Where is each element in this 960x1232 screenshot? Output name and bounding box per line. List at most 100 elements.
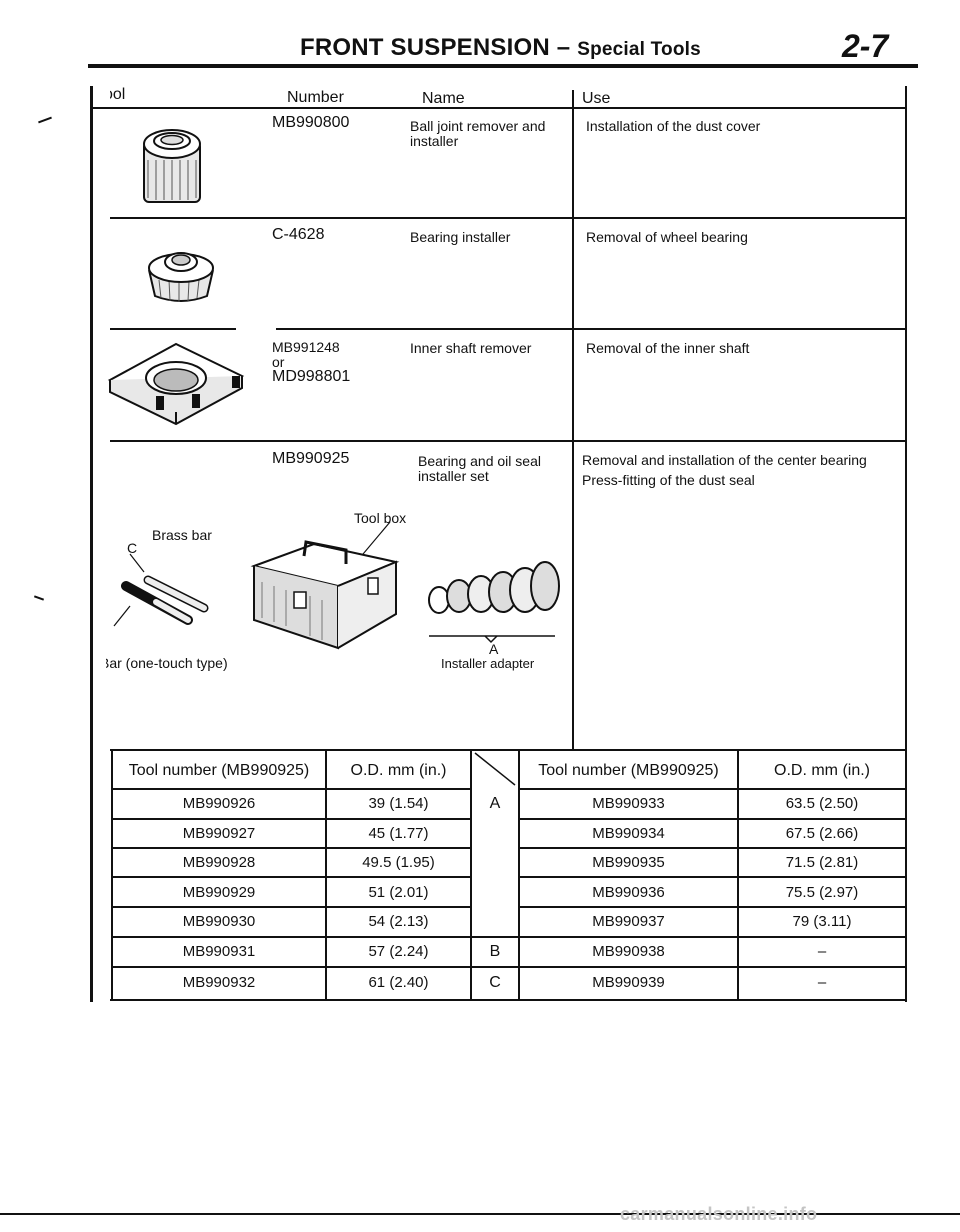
od-left-number: MB990927	[182, 825, 256, 842]
tool-number-or: or	[272, 354, 285, 370]
od-left-number: MB990931	[182, 943, 256, 960]
header-rule	[88, 64, 918, 68]
inner-shaft-remover-illustration	[107, 342, 245, 426]
od-group-letter: A	[489, 795, 501, 812]
od-right-number: MB990933	[592, 795, 665, 812]
od-right-value: 63.5 (2.50)	[785, 795, 859, 812]
od-table-top-rule	[110, 749, 906, 751]
od-left-value: 45 (1.77)	[368, 825, 429, 842]
od-header-tool-number: Tool number (MB990925)	[128, 762, 310, 779]
row-divider	[110, 328, 236, 330]
tool-name: Bearing installer	[410, 229, 511, 245]
letter-c-label: C	[127, 540, 138, 556]
row-divider	[110, 217, 906, 219]
od-row-rule	[519, 788, 906, 790]
tool-use: Press-fitting of the dust seal	[582, 472, 755, 488]
tool-number: MB991248	[272, 339, 340, 355]
od-left-value: 39 (1.54)	[368, 795, 429, 812]
table-header-rule	[90, 107, 906, 109]
od-left-number: MB990930	[182, 913, 256, 930]
col-header-name: Name	[422, 90, 465, 107]
od-right-value: 71.5 (2.81)	[785, 854, 859, 871]
od-header-od: O.D. mm (in.)	[774, 762, 870, 779]
ball-joint-installer-illustration	[143, 129, 201, 203]
installer-adapter-illustration	[428, 561, 560, 644]
footer-watermark: carmanualsonline.info	[620, 1204, 818, 1224]
od-row-rule	[112, 788, 471, 790]
tool-name: Inner shaft remover	[410, 340, 532, 356]
table-left-border	[90, 86, 93, 1002]
margin-mark	[38, 116, 52, 124]
od-left-value: 49.5 (1.95)	[362, 854, 435, 871]
od-right-number: MB990936	[592, 884, 665, 901]
letter-a-label: A	[489, 641, 499, 657]
footer-rule	[0, 1213, 960, 1215]
od-right-value: –	[817, 974, 827, 991]
od-left-number: MB990932	[182, 974, 256, 991]
od-left-number: MB990929	[182, 884, 256, 901]
tool-name: installer	[410, 133, 459, 149]
od-header-od: O.D. mm (in.)	[350, 762, 447, 779]
tool-name: installer set	[418, 468, 489, 484]
col-header-number: Number	[287, 89, 344, 106]
od-group-letter: B	[489, 943, 501, 960]
bar-caption: Bar (one-touch type)	[106, 655, 228, 671]
page-number: 2-7	[842, 28, 889, 64]
section-title: FRONT SUSPENSION	[300, 34, 550, 61]
od-left-number: MB990928	[182, 854, 256, 871]
margin-mark	[33, 595, 45, 601]
od-right-number: MB990937	[592, 913, 665, 930]
od-right-number: MB990938	[592, 943, 665, 960]
tool-number: C-4628	[272, 226, 325, 243]
tool-number: MB990925	[272, 450, 350, 467]
brass-bar-illustration	[113, 553, 209, 627]
bar-caption-clip: Bar (one-touch type)	[106, 655, 246, 673]
col-header-use: Use	[582, 90, 611, 107]
row-divider	[276, 328, 906, 330]
od-row-rule	[112, 906, 471, 908]
tool-use: Removal of the inner shaft	[586, 340, 750, 356]
od-left-number: MB990926	[182, 795, 256, 812]
tool-box-label: Tool box	[354, 510, 407, 526]
od-row-rule	[519, 818, 906, 820]
tool-name: Ball joint remover and	[410, 118, 546, 134]
od-col-divider	[111, 749, 113, 1001]
od-right-value: 75.5 (2.97)	[785, 884, 859, 901]
od-row-rule	[112, 847, 471, 849]
section-subtitle: Special Tools	[577, 39, 701, 60]
od-right-value: –	[817, 943, 827, 960]
tool-use: Removal of wheel bearing	[586, 229, 748, 245]
od-group-letter: C	[489, 974, 501, 991]
od-right-value: 67.5 (2.66)	[785, 825, 859, 842]
od-row-rule	[112, 936, 906, 938]
od-header-diagonal	[474, 752, 516, 786]
installer-adapter-label: Installer adapter	[441, 656, 535, 671]
od-right-number: MB990935	[592, 854, 665, 871]
column-divider	[572, 90, 574, 750]
brass-bar-label: Brass bar	[152, 527, 212, 543]
tool-number: MB990800	[272, 114, 350, 131]
od-row-rule	[519, 876, 906, 878]
od-row-rule	[519, 906, 906, 908]
od-table-bottom-rule	[110, 999, 906, 1001]
od-row-rule	[112, 876, 471, 878]
od-left-value: 54 (2.13)	[368, 913, 429, 930]
od-right-number: MB990934	[592, 825, 665, 842]
table-right-border	[905, 86, 907, 1002]
od-row-rule	[519, 847, 906, 849]
od-right-number: MB990939	[592, 974, 665, 991]
tool-box-illustration	[250, 521, 400, 650]
tool-use: Installation of the dust cover	[586, 118, 761, 134]
col-header-tool: Tool	[110, 86, 126, 103]
od-row-rule	[112, 966, 906, 968]
od-left-value: 57 (2.24)	[368, 943, 429, 960]
col-header-tool-clip: Tool	[110, 86, 132, 106]
tool-use: Removal and installation of the center b…	[582, 452, 867, 468]
od-left-value: 61 (2.40)	[368, 974, 429, 991]
od-col-divider	[737, 750, 739, 1000]
title-dash: –	[556, 34, 571, 61]
bearing-installer-illustration	[148, 252, 214, 302]
od-col-divider	[325, 750, 327, 1000]
tool-name: Bearing and oil seal	[418, 453, 541, 469]
page-title: FRONT SUSPENSION – Special Tools	[300, 34, 701, 62]
